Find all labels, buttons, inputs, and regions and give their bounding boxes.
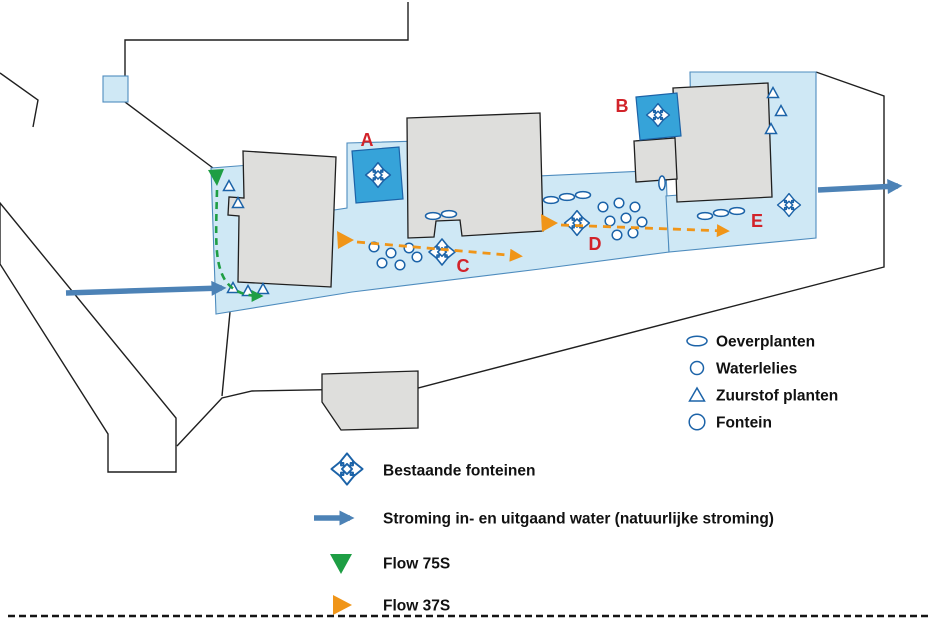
- legend-label: Bestaande fonteinen: [383, 462, 535, 479]
- building-south-small: [321, 370, 419, 431]
- boundary-topleft: [0, 72, 39, 128]
- waterlelies-icon: [689, 360, 705, 376]
- marker-label-c: C: [457, 256, 470, 276]
- boundary-connector: [221, 311, 231, 397]
- canal: [0, 201, 177, 473]
- flow-37s-device-icon: [337, 231, 354, 249]
- building-right: [672, 82, 773, 203]
- waterlelie-icon: [411, 251, 423, 263]
- buildings: [227, 82, 773, 431]
- location-markers: A B C D E: [361, 96, 764, 276]
- marker-label-a: A: [361, 130, 374, 150]
- waterlelie-icon: [627, 227, 639, 239]
- legend-label: Stroming in- en uitgaand water (natuurli…: [383, 510, 774, 527]
- fontein-icon: [688, 413, 706, 431]
- inflow-arrow: [65, 280, 227, 296]
- flow-75s-device-icon: [208, 169, 224, 186]
- bestaande-fontein-icon: [330, 452, 364, 486]
- legend-label: Oeverplanten: [716, 333, 815, 350]
- waterlelie-icon: [613, 197, 625, 209]
- oeverplanten-icon: [542, 195, 560, 205]
- flow-75s-icon: [330, 554, 352, 574]
- waterlelie-icon: [629, 201, 641, 213]
- marker-label-d: D: [589, 234, 602, 254]
- legend-label: Flow 75S: [383, 555, 450, 572]
- oeverplanten-icon: [558, 192, 576, 202]
- waterlelie-icon: [611, 229, 623, 241]
- waterlelie-icon: [604, 215, 616, 227]
- legend-label: Fontein: [716, 414, 772, 431]
- outflow-arrow: [817, 179, 903, 195]
- small-water-basin: [102, 75, 129, 103]
- building-connector: [633, 137, 678, 183]
- oeverplanten-icon: [658, 175, 666, 191]
- oeverplanten-icon: [712, 208, 730, 218]
- legend-label: Zuurstof planten: [716, 387, 838, 404]
- zuurstof-planten-icon: [688, 386, 706, 402]
- legend-label: Waterlelies: [716, 360, 797, 377]
- waterlelie-icon: [403, 242, 415, 254]
- waterlelie-icon: [385, 247, 397, 259]
- legend-label: Flow 37S: [383, 597, 450, 614]
- oeverplanten-icon: [574, 190, 592, 200]
- oeverplanten-icon: [440, 209, 458, 219]
- oeverplanten-icon: [696, 211, 714, 221]
- oeverplanten-icon: [424, 211, 442, 221]
- oeverplanten-icon: [686, 335, 708, 347]
- oeverplanten-icon: [728, 206, 746, 216]
- waterlelie-icon: [597, 201, 609, 213]
- natural-flow-arrows: [65, 179, 903, 296]
- marker-label-b: B: [616, 96, 629, 116]
- waterlelie-icon: [376, 257, 388, 269]
- flow-75s: [208, 169, 264, 302]
- waterlelie-icon: [620, 212, 632, 224]
- boundary-top: [124, 2, 409, 169]
- waterlelie-icon: [394, 259, 406, 271]
- building-left: [227, 150, 337, 288]
- legend-symbols: Oeverplanten Waterlelies Zuurstof plante…: [686, 333, 838, 431]
- waterlelie-icon: [636, 216, 648, 228]
- legend-flows: Bestaande fonteinen Stroming in- en uitg…: [314, 452, 774, 615]
- building-center: [406, 112, 544, 239]
- oeverplanten-icons: [424, 175, 746, 221]
- flow-37s-device-icon: [541, 214, 558, 232]
- flow-37s: [337, 214, 730, 262]
- marker-label-e: E: [751, 211, 763, 231]
- flow-37s-icon: [333, 595, 352, 615]
